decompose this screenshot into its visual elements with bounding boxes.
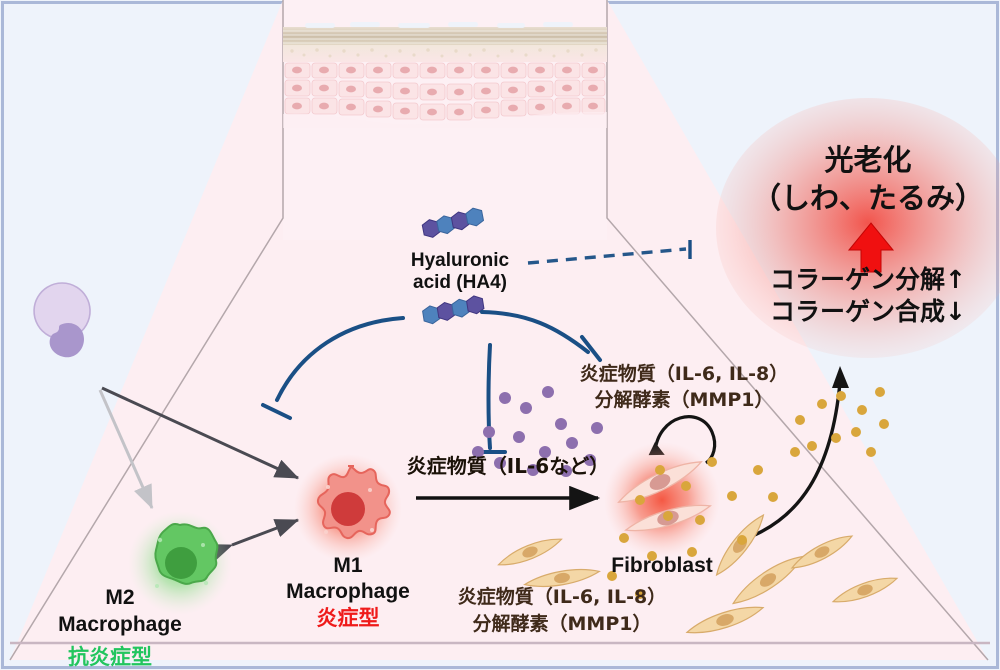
fibroblast-output-bottom-line2-label: 分解酵素（MMP1） [472,613,652,635]
cytokine-dot [513,431,525,443]
cytokine-dot [695,515,705,525]
gold-cytokine-dots [607,387,889,599]
cytokine-dot [647,551,657,561]
arrow-monocyte-to-m1 [101,386,300,480]
cytokine-dot [566,437,578,449]
hyaluronic-acid-label: Hyaluronic acid (HA4) [410,250,510,294]
m2-type-en-label: Macrophage [58,613,182,636]
arrow-m1-m2-polarization [207,518,300,563]
cytokine-dot [539,446,551,458]
fibroblast-label: Fibroblast [611,554,713,577]
m1-cytokine-label: 炎症物質（IL-6など） [406,454,610,478]
cytokine-dot [753,465,763,475]
arrow-fibroblast-to-photoaging [741,366,849,542]
cytokine-dot [584,454,596,466]
inhibition-ha-to-fibroblast [480,310,602,362]
m2-name-label: M2 [105,586,135,609]
cytokine-dot [494,457,506,469]
m1-name-label: M1 [333,554,363,577]
cytokine-dot [542,386,554,398]
cytokine-dot [619,533,629,543]
cytokine-dot [795,415,805,425]
m1-type-jp-label: 炎症型 [316,606,380,630]
cytokine-dot [607,571,617,581]
cytokine-dot [499,392,511,404]
arrow-monocyte-to-m2 [98,389,154,510]
m2-macrophage-cell-icon [128,511,232,615]
m2-type-jp-label: 抗炎症型 [68,645,152,669]
cytokine-dot [655,465,665,475]
fibroblast-output-line2-label: 分解酵素（MMP1） [594,389,774,411]
inhibition-ha-to-m1 [261,316,405,420]
photoaging-subtitle-label: （しわ、たるみ） [751,181,985,215]
cytokine-dot [520,402,532,414]
cytokine-dot [555,418,567,430]
dermis-region [10,0,988,660]
cytokine-dot [790,447,800,457]
cytokine-dot [807,441,817,451]
cytokine-dot [681,481,691,491]
resting-fibroblast-cell-icon [497,513,899,634]
skin-epidermis-icon [283,22,607,128]
cytokine-dot [707,457,717,467]
cytokine-dot [851,427,861,437]
hyaluronic-acid-chain-icon [421,207,485,325]
dermis-left-edge [9,0,284,661]
cytokine-dot [591,422,603,434]
inhibition-tbar-icon [527,240,692,265]
cytokine-dot [727,491,737,501]
cytokine-dot [635,495,645,505]
m1-macrophage-cell-icon [294,454,402,562]
photoaging-glow [716,98,1000,358]
cytokine-dot [817,399,827,409]
cytokine-dot [635,589,645,599]
cytokine-dot [687,547,697,557]
m1-type-en-label: Macrophage [286,580,410,603]
dermis-right-edge [606,0,989,661]
cytokine-dot [831,433,841,443]
cytokine-dot [857,405,867,415]
cytokine-dot [527,464,539,476]
cytokine-dot [879,419,889,429]
cytokine-dot [866,447,876,457]
cytokine-dot [483,426,495,438]
monocyte-cell-icon [33,282,91,358]
red-up-arrow-icon [847,222,895,273]
cytokine-dot [472,446,484,458]
cytokine-dot [663,511,673,521]
cytokine-dot [836,391,846,401]
fibroblast-output-line1-label: 炎症物質（IL-6, IL-8） [579,363,789,385]
photoaging-title-label: 光老化 [824,143,912,177]
collagen-degradation-label: コラーゲン分解↑ [770,265,966,294]
cytokine-dot [560,465,572,477]
purple-cytokine-dots [472,386,603,477]
fibroblast-output-bottom-line1-label: 炎症物質（IL-6, IL-8） [457,586,667,608]
collagen-synthesis-label: コラーゲン合成↓ [770,297,966,326]
cytokine-dot [875,387,885,397]
cytokine-dot [737,535,747,545]
cytokine-dot [768,492,778,502]
